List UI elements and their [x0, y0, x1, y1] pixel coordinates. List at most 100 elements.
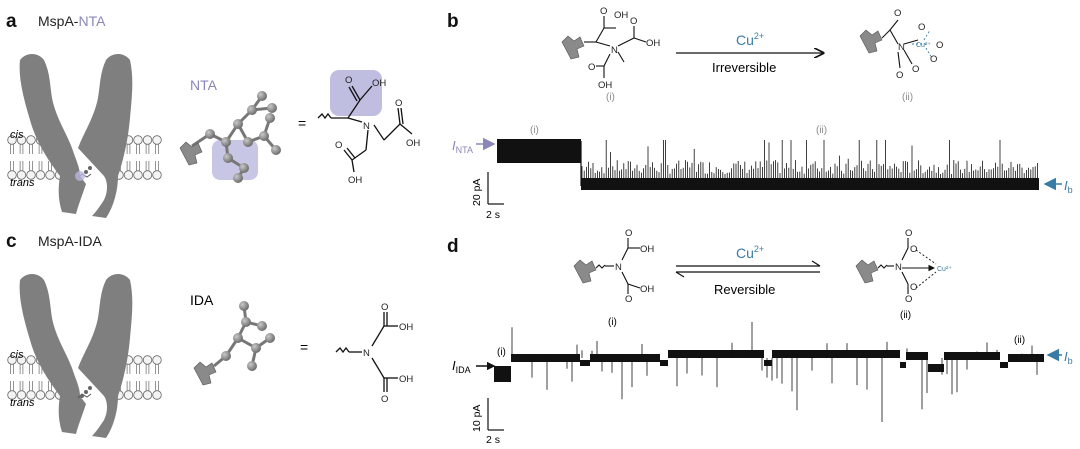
panel-c-molecule-name: IDA: [190, 292, 214, 308]
trace-d-level: [660, 360, 668, 366]
panel-d-current-left: IIDA: [452, 358, 471, 375]
svg-text:OH: OH: [640, 284, 654, 295]
svg-text:N: N: [611, 45, 618, 56]
trace-d-level: [1000, 362, 1008, 368]
panel-d-reagent: Cu2+: [736, 244, 764, 261]
trace-d-spikes: [511, 322, 1038, 422]
panel-a-trans-label: trans: [10, 177, 35, 189]
reversible-arrows: [675, 260, 821, 278]
trace-d-level: [928, 364, 944, 372]
panel-b: b OH O N O OH O OH: [447, 6, 1073, 221]
trace-d-level: [906, 352, 928, 360]
trace-d-level: [494, 366, 511, 382]
svg-text:O: O: [905, 294, 912, 305]
panel-b-trace-label-i: (i): [530, 125, 539, 136]
panel-d-trace-label-ii: (ii): [1014, 335, 1025, 346]
panel-b-current-right: Ib: [1064, 178, 1073, 195]
svg-text:OH: OH: [598, 80, 612, 91]
svg-text:O: O: [395, 98, 402, 109]
svg-text:O: O: [905, 228, 912, 239]
nta-attachment-icon: [75, 166, 92, 181]
trace-d-levels: [494, 350, 1044, 382]
panel-b-structure-i: OH O N O OH O OH (i): [561, 6, 660, 103]
panel-a-cis-label: cis: [10, 129, 24, 141]
panel-b-arrow-label: Irreversible: [712, 60, 776, 75]
panel-d-structure-i: O OH N O OH (i): [573, 228, 654, 328]
panel-d-label: d: [447, 236, 459, 257]
svg-text:Cu²⁺: Cu²⁺: [916, 42, 931, 49]
panel-a-label: a: [6, 11, 17, 32]
svg-text:O: O: [896, 70, 903, 81]
panel-d-current-right: Ib: [1064, 349, 1073, 366]
panel-c-trans-label: trans: [10, 397, 35, 409]
trace-d-level: [944, 352, 1000, 360]
svg-text:20 pA: 20 pA: [471, 179, 483, 206]
svg-text:O: O: [588, 62, 595, 73]
panel-b-reagent: Cu2+: [736, 31, 764, 48]
panel-c-label: c: [6, 231, 17, 252]
svg-text:2 s: 2 s: [486, 434, 500, 444]
panel-a-title: MspA-NTA: [38, 13, 106, 29]
trace-d-level: [900, 362, 906, 368]
panel-b-trace-label-ii: (ii): [816, 125, 827, 136]
trace-d-level: [580, 360, 590, 366]
trace-d-level: [764, 360, 772, 366]
panel-d: d O OH N O OH (i): [447, 228, 1073, 446]
trace-b-segment-ii: [581, 178, 1039, 190]
trace-d-level: [511, 354, 568, 362]
panel-b-state-i: (i): [606, 92, 615, 103]
svg-text:2 s: 2 s: [486, 209, 500, 221]
mspa-ida-pore-illustration: [8, 274, 162, 438]
panel-a-title-prefix: MspA-: [38, 13, 79, 29]
ida-ball-stick-model: [193, 301, 275, 386]
svg-text:Cu²⁺: Cu²⁺: [937, 266, 952, 273]
panel-b-scale-bar: 20 pA 2 s: [471, 172, 504, 221]
svg-text:O: O: [918, 22, 925, 33]
panel-a-equals: =: [298, 115, 306, 131]
nta-structure: OH O N O OH O OH: [317, 70, 420, 186]
trace-d-level: [668, 350, 764, 358]
svg-text:OH: OH: [640, 244, 654, 255]
panel-a-molecule-name: NTA: [190, 77, 218, 93]
svg-text:OH: OH: [348, 175, 362, 186]
panel-d-structure-ii: O O N Cu²⁺ O O (ii): [855, 228, 952, 321]
panel-a-title-highlight: NTA: [78, 13, 106, 29]
panel-a: a MspA-NTA cis trans NTA: [6, 11, 420, 218]
svg-text:O: O: [345, 75, 352, 86]
svg-text:O: O: [381, 394, 388, 405]
svg-text:O: O: [630, 16, 637, 27]
svg-text:N: N: [895, 262, 902, 273]
panel-c: c MspA-IDA cis trans IDA: [6, 231, 413, 438]
panel-d-scale-bar: 10 pA 2 s: [471, 398, 504, 446]
svg-text:O: O: [912, 64, 919, 75]
svg-text:O: O: [335, 140, 342, 151]
ida-structure: O OH N O OH: [335, 302, 413, 405]
svg-text:O: O: [936, 40, 943, 51]
svg-text:N: N: [898, 42, 905, 53]
panel-c-title: MspA-IDA: [38, 233, 102, 249]
svg-text:O: O: [930, 54, 937, 65]
svg-text:OH: OH: [614, 10, 628, 21]
svg-text:N: N: [615, 262, 622, 273]
panel-d-current-trace: (i) (ii): [494, 322, 1044, 422]
svg-text:OH: OH: [646, 38, 660, 49]
mspa-nta-pore-illustration: [8, 54, 162, 218]
svg-text:OH: OH: [372, 78, 386, 89]
svg-text:N: N: [363, 348, 370, 359]
svg-text:10 pA: 10 pA: [471, 405, 483, 432]
nta-ball-stick-model: [179, 91, 281, 183]
svg-text:O: O: [625, 294, 632, 305]
panel-b-current-left: INTA: [452, 138, 473, 155]
svg-text:O: O: [910, 244, 917, 255]
ida-attachment-icon: [77, 386, 92, 399]
panel-b-label: b: [447, 11, 459, 32]
panel-d-trace-label-i: (i): [497, 347, 506, 358]
svg-text:OH: OH: [406, 138, 420, 149]
panel-d-arrow-label: Reversible: [714, 282, 775, 297]
panel-d-state-i: (i): [608, 317, 617, 328]
trace-d-level: [590, 354, 660, 362]
svg-text:OH: OH: [399, 322, 413, 333]
svg-text:O: O: [910, 282, 917, 293]
svg-text:O: O: [625, 228, 632, 239]
